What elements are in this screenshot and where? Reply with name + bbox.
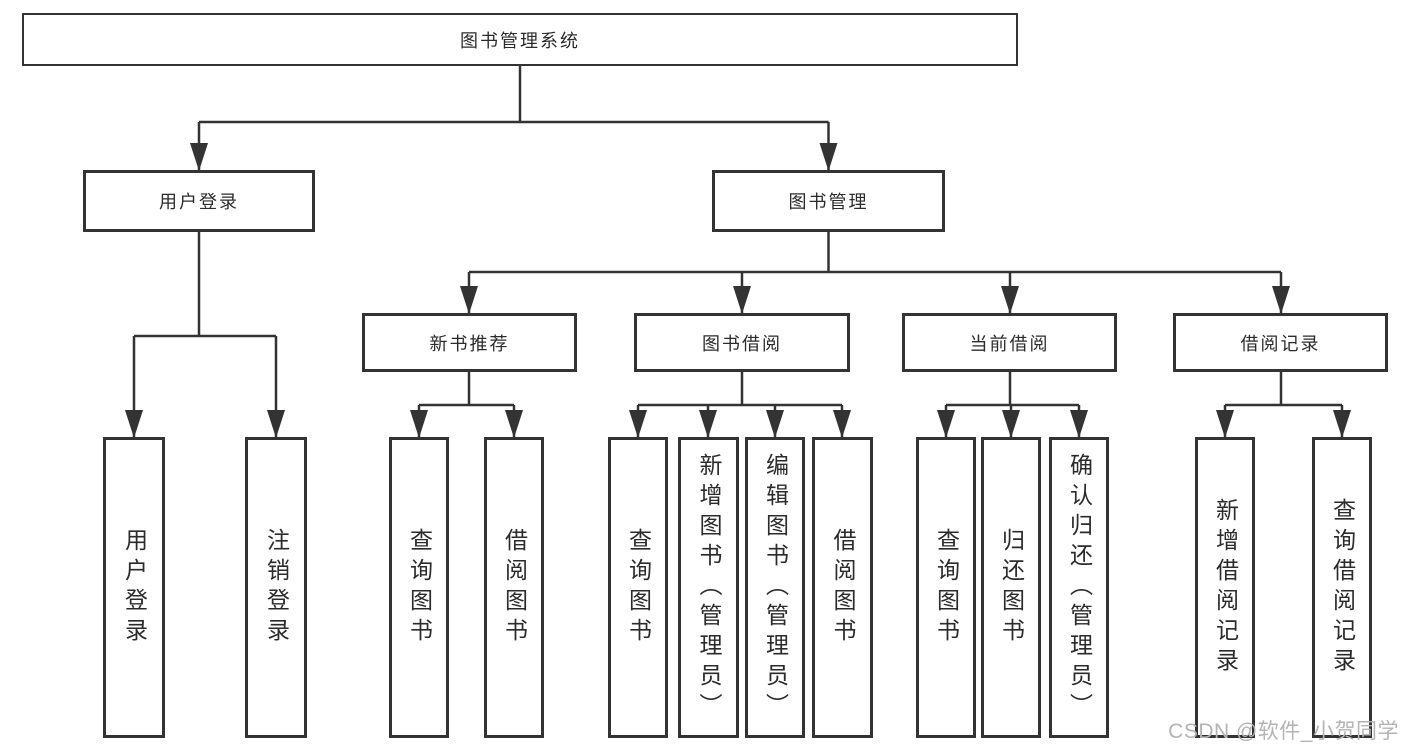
node-label: 查询图书 bbox=[625, 527, 652, 648]
node-label: 借阅图书 bbox=[501, 527, 528, 648]
leaf-query-book-current: 查询图书 bbox=[916, 437, 976, 738]
node-label: 查询借阅记录 bbox=[1329, 497, 1356, 678]
node-book-management: 图书管理 bbox=[712, 170, 945, 232]
node-label: 新增图书（管理员） bbox=[696, 452, 722, 723]
leaf-edit-book-admin: 编辑图书（管理员） bbox=[745, 437, 805, 738]
leaf-borrow-book-recommend: 借阅图书 bbox=[484, 437, 544, 738]
node-label: 确认归还（管理员） bbox=[1066, 452, 1093, 723]
csdn-watermark: CSDN @软件_小贺同学 bbox=[1168, 720, 1399, 743]
node-label: 编辑图书（管理员） bbox=[762, 452, 789, 723]
node-user-login: 用户登录 bbox=[83, 170, 315, 232]
leaf-user-login: 用户登录 bbox=[103, 437, 165, 738]
node-label: 用户登录 bbox=[121, 527, 148, 648]
node-label: 用户登录 bbox=[159, 192, 239, 212]
node-book-borrow: 图书借阅 bbox=[634, 313, 850, 372]
node-label: 归还图书 bbox=[998, 527, 1025, 648]
leaf-borrow-book: 借阅图书 bbox=[812, 437, 873, 738]
leaf-add-borrow-record: 新增借阅记录 bbox=[1195, 437, 1255, 738]
node-label: 图书管理 bbox=[788, 192, 869, 212]
node-borrow-record: 借阅记录 bbox=[1173, 313, 1388, 372]
node-current-borrow: 当前借阅 bbox=[902, 313, 1117, 372]
node-label: 新增借阅记录 bbox=[1212, 497, 1239, 678]
node-label: 新书推荐 bbox=[429, 333, 510, 354]
node-label: 查询图书 bbox=[406, 527, 433, 648]
node-root: 图书管理系统 bbox=[22, 13, 1018, 66]
leaf-query-book-recommend: 查询图书 bbox=[389, 437, 449, 738]
node-new-book-recommend: 新书推荐 bbox=[362, 313, 577, 372]
node-label: 借阅记录 bbox=[1240, 333, 1321, 354]
node-label: 图书管理系统 bbox=[460, 30, 580, 51]
node-label: 借阅图书 bbox=[830, 527, 856, 648]
leaf-query-borrow-record: 查询借阅记录 bbox=[1312, 437, 1372, 738]
node-label: 当前借阅 bbox=[969, 333, 1050, 354]
node-label: 查询图书 bbox=[933, 527, 960, 648]
node-label: 图书借阅 bbox=[702, 333, 782, 354]
leaf-query-book-borrow: 查询图书 bbox=[608, 437, 668, 738]
leaf-logout: 注销登录 bbox=[245, 437, 307, 738]
node-label: 注销登录 bbox=[263, 527, 290, 648]
leaf-add-book-admin: 新增图书（管理员） bbox=[678, 437, 739, 738]
leaf-return-book: 归还图书 bbox=[981, 437, 1041, 738]
leaf-confirm-return-admin: 确认归还（管理员） bbox=[1049, 437, 1109, 738]
